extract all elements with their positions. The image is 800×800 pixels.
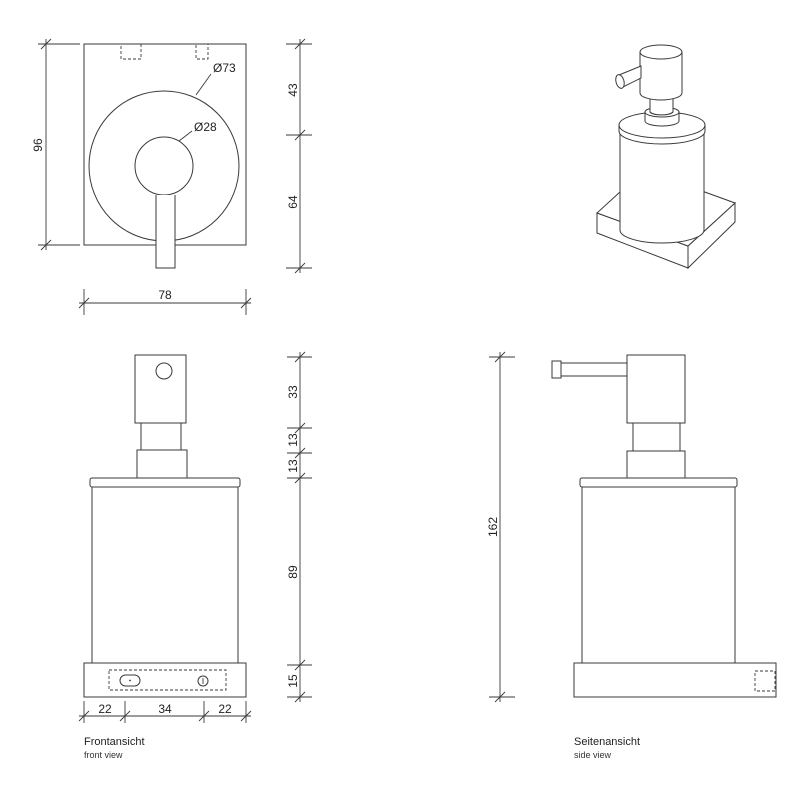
dimension-label: 78: [158, 288, 172, 302]
pump-inner-circle: [134, 136, 194, 196]
tick-mark: [294, 351, 306, 363]
hidden-slot-left: [120, 43, 142, 60]
hidden-slot-right: [195, 43, 209, 60]
tick-mark: [294, 659, 306, 671]
dimension-label-neck: 13: [286, 433, 300, 447]
tick-mark: [198, 710, 210, 722]
hidden-mounting-slot: [108, 669, 227, 691]
tick-mark: [40, 38, 52, 50]
dimension-vertical-segments: 43 64: [286, 38, 312, 274]
dimension-label-left: 22: [98, 702, 112, 716]
spout-opening: [155, 362, 173, 380]
container-cap-band: [579, 477, 738, 488]
dimension-label-right: 22: [218, 702, 232, 716]
pump-neck: [632, 422, 681, 452]
front-view: 33 13 13 89 15 22 34 22 Frontansicht fro…: [78, 351, 312, 760]
tick-mark: [494, 351, 506, 363]
dimension-label-pump-head: 33: [286, 385, 300, 399]
isometric-view: [596, 44, 736, 270]
mounting-hole-oblong: [119, 674, 141, 687]
pump-collar: [136, 449, 188, 479]
tick-mark: [240, 297, 252, 309]
spout-arm: [560, 362, 628, 377]
outer-diameter-leader: [195, 73, 212, 96]
dimension-label-container: 89: [286, 565, 300, 579]
pump-head-body: [639, 51, 683, 101]
top-view: Ø73 Ø28 96 43 64: [31, 38, 312, 315]
side-view-title: Seitenansicht: [574, 736, 640, 748]
container-cap-band: [89, 477, 241, 488]
pump-collar: [626, 450, 686, 479]
mounting-hole-round: [197, 675, 209, 687]
tick-mark: [294, 38, 306, 50]
dimension-label: 96: [31, 138, 45, 152]
container-body: [619, 130, 705, 244]
spout-top-view: [155, 195, 176, 269]
outer-diameter-label: Ø73: [213, 61, 236, 75]
spout-end: [615, 74, 625, 89]
dimension-horizontal-chain: 22 34 22: [78, 701, 252, 723]
tick-mark: [78, 297, 90, 309]
spout-tip: [551, 360, 562, 379]
pump-head: [626, 354, 686, 424]
tick-mark: [294, 691, 306, 703]
tick-mark: [294, 129, 306, 141]
front-view-title: Frontansicht: [84, 736, 145, 748]
hidden-mounting-slot: [754, 670, 776, 692]
side-view: 162 Seitenansicht side view: [486, 351, 777, 760]
dimension-height-162: 162: [486, 351, 515, 703]
mounting-hole-oblong-center: [129, 679, 131, 682]
tick-mark: [294, 472, 306, 484]
tick-mark: [240, 710, 252, 722]
dimension-label-base: 15: [286, 674, 300, 688]
dimension-height-96: 96: [31, 38, 80, 251]
dimension-label-lower: 64: [286, 195, 300, 209]
inner-diameter-leader: [178, 130, 193, 142]
tick-mark: [294, 422, 306, 434]
inner-diameter-label: Ø28: [194, 120, 217, 134]
tick-mark: [40, 239, 52, 251]
dimension-label-collar: 13: [286, 459, 300, 473]
tick-mark: [294, 262, 306, 274]
dimension-label-upper: 43: [286, 83, 300, 97]
dimension-width-78: 78: [78, 288, 252, 315]
tick-mark: [119, 710, 131, 722]
base-plate: [83, 662, 247, 698]
dimension-label: 162: [486, 517, 500, 537]
side-view-subtitle: side view: [574, 750, 612, 760]
container-body: [581, 486, 736, 664]
pump-neck: [140, 422, 182, 451]
dimension-label-middle: 34: [158, 702, 172, 716]
base-plate: [573, 662, 777, 698]
tick-mark: [78, 710, 90, 722]
pump-head-top: [639, 44, 683, 60]
tick-mark: [494, 691, 506, 703]
dimension-vertical-chain: 33 13 13 89 15: [286, 351, 312, 703]
container-body: [91, 486, 239, 664]
front-view-subtitle: front view: [84, 750, 123, 760]
tick-mark: [294, 447, 306, 459]
